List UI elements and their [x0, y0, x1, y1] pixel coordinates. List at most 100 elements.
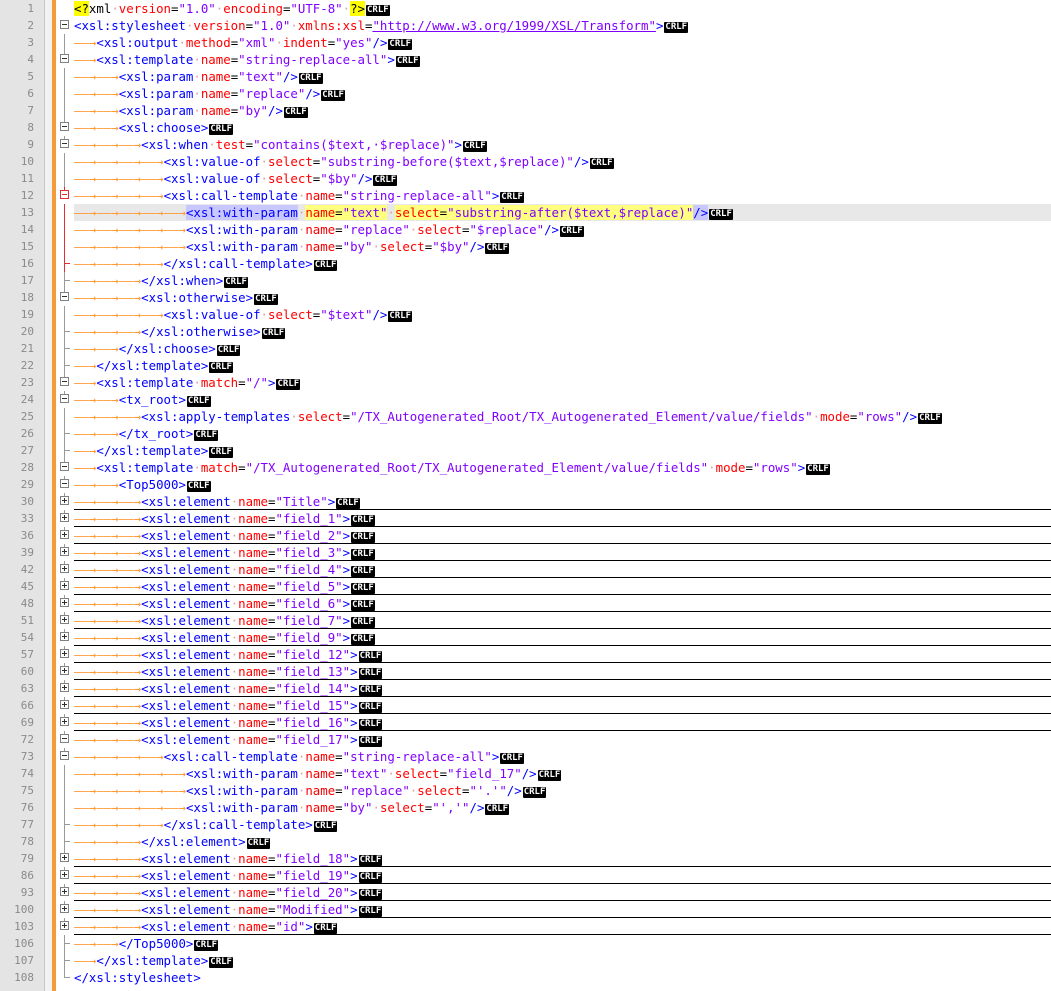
line-text[interactable]: ——→——→</Top5000>CRLF	[74, 935, 1051, 952]
line-text[interactable]: ——→——→——→<xsl:element·name="field_7">CRL…	[74, 612, 1051, 629]
code-line[interactable]: 20——→——→——→</xsl:otherwise>CRLF	[0, 323, 1051, 340]
fold-expand-icon[interactable]	[60, 632, 69, 641]
code-line[interactable]: 72——→——→——→<xsl:element·name="field_17">…	[0, 731, 1051, 748]
line-text[interactable]: ——→——→<tx_root>CRLF	[74, 391, 1051, 408]
code-line[interactable]: 76——→——→——→——→——→<xsl:with-param·name="b…	[0, 799, 1051, 816]
code-line[interactable]: 100——→——→——→<xsl:element·name="Modified"…	[0, 901, 1051, 918]
line-text[interactable]: ——→——→——→<xsl:element·name="Title">CRLF	[74, 493, 1051, 510]
line-text[interactable]: ——→——→——→<xsl:element·name="field_15">CR…	[74, 697, 1051, 714]
line-text[interactable]: ——→——→——→——→——→<xsl:with-param·name="rep…	[74, 221, 1051, 238]
line-text[interactable]: ——→</xsl:template>CRLF	[74, 952, 1051, 969]
code-line[interactable]: 7——→——→<xsl:param·name="by"/>CRLF	[0, 102, 1051, 119]
code-line[interactable]: 1<?xml·version="1.0"·encoding="UTF-8"·?>…	[0, 0, 1051, 17]
line-text[interactable]: ——→——→<xsl:choose>CRLF	[74, 119, 1051, 136]
line-text[interactable]: ——→——→——→——→<xsl:call-template·name="str…	[74, 187, 1051, 204]
line-text[interactable]: ——→<xsl:template·name="string-replace-al…	[74, 51, 1051, 68]
line-text[interactable]: ——→</xsl:template>CRLF	[74, 442, 1051, 459]
code-line[interactable]: 26——→——→</tx_root>CRLF	[0, 425, 1051, 442]
code-line[interactable]: 25——→——→——→<xsl:apply-templates·select="…	[0, 408, 1051, 425]
line-text[interactable]: ——→——→——→——→——→<xsl:with-param·name="tex…	[74, 204, 1051, 221]
line-text[interactable]: ——→——→——→——→<xsl:call-template·name="str…	[74, 748, 1051, 765]
code-line[interactable]: 79——→——→——→<xsl:element·name="field_18">…	[0, 850, 1051, 867]
code-line[interactable]: 4——→<xsl:template·name="string-replace-a…	[0, 51, 1051, 68]
code-line[interactable]: 66——→——→——→<xsl:element·name="field_15">…	[0, 697, 1051, 714]
code-line[interactable]: 3——→<xsl:output·method="xml"·indent="yes…	[0, 34, 1051, 51]
fold-expand-icon[interactable]	[60, 581, 69, 590]
fold-expand-icon[interactable]	[60, 530, 69, 539]
line-text[interactable]: ——→——→<xsl:param·name="text"/>CRLF	[74, 68, 1051, 85]
code-line[interactable]: 27——→</xsl:template>CRLF	[0, 442, 1051, 459]
fold-collapse-icon[interactable]	[60, 139, 69, 148]
code-line[interactable]: 11——→——→——→——→<xsl:value-of·select="$by"…	[0, 170, 1051, 187]
line-text[interactable]: ——→——→——→<xsl:element·name="field_19">CR…	[74, 867, 1051, 884]
fold-expand-icon[interactable]	[60, 887, 69, 896]
line-text[interactable]: ——→——→——→<xsl:element·name="field_5">CRL…	[74, 578, 1051, 595]
code-line[interactable]: 77——→——→——→——→</xsl:call-template>CRLF	[0, 816, 1051, 833]
line-text[interactable]: ——→——→——→<xsl:element·name="field_12">CR…	[74, 646, 1051, 663]
code-line[interactable]: 21——→——→</xsl:choose>CRLF	[0, 340, 1051, 357]
line-text[interactable]: ——→——→——→——→——→<xsl:with-param·name="tex…	[74, 765, 1051, 782]
code-line[interactable]: 60——→——→——→<xsl:element·name="field_13">…	[0, 663, 1051, 680]
code-line[interactable]: 36——→——→——→<xsl:element·name="field_2">C…	[0, 527, 1051, 544]
line-text[interactable]: ——→——→——→——→——→<xsl:with-param·name="rep…	[74, 782, 1051, 799]
code-line[interactable]: 33——→——→——→<xsl:element·name="field_1">C…	[0, 510, 1051, 527]
line-text[interactable]: ——→——→——→</xsl:element>CRLF	[74, 833, 1051, 850]
line-text[interactable]: ——→——→——→<xsl:element·name="field_16">CR…	[74, 714, 1051, 731]
code-line[interactable]: 86——→——→——→<xsl:element·name="field_19">…	[0, 867, 1051, 884]
code-line[interactable]: 107——→</xsl:template>CRLF	[0, 952, 1051, 969]
line-text[interactable]: ——→——→——→<xsl:element·name="field_6">CRL…	[74, 595, 1051, 612]
line-text[interactable]: ——→——→——→<xsl:element·name="field_2">CRL…	[74, 527, 1051, 544]
code-line[interactable]: 75——→——→——→——→——→<xsl:with-param·name="r…	[0, 782, 1051, 799]
line-text[interactable]: ——→——→——→<xsl:element·name="field_13">CR…	[74, 663, 1051, 680]
code-line[interactable]: 29——→——→<Top5000>CRLF	[0, 476, 1051, 493]
fold-expand-icon[interactable]	[60, 598, 69, 607]
fold-expand-icon[interactable]	[60, 683, 69, 692]
line-text[interactable]: ——→——→——→<xsl:element·name="field_1">CRL…	[74, 510, 1051, 527]
line-text[interactable]: <xsl:stylesheet·version="1.0"·xmlns:xsl=…	[74, 17, 1051, 34]
fold-expand-icon[interactable]	[60, 666, 69, 675]
code-line[interactable]: 14——→——→——→——→——→<xsl:with-param·name="r…	[0, 221, 1051, 238]
line-text[interactable]: ——→——→<xsl:param·name="by"/>CRLF	[74, 102, 1051, 119]
fold-collapse-icon[interactable]	[60, 20, 69, 29]
fold-expand-icon[interactable]	[60, 649, 69, 658]
code-line[interactable]: 42——→——→——→<xsl:element·name="field_4">C…	[0, 561, 1051, 578]
line-text[interactable]: ——→——→——→<xsl:otherwise>CRLF	[74, 289, 1051, 306]
code-line[interactable]: 93——→——→——→<xsl:element·name="field_20">…	[0, 884, 1051, 901]
line-text[interactable]: ——→——→——→<xsl:element·name="Modified">CR…	[74, 901, 1051, 918]
fold-expand-icon[interactable]	[60, 513, 69, 522]
code-line[interactable]: 2<xsl:stylesheet·version="1.0"·xmlns:xsl…	[0, 17, 1051, 34]
fold-collapse-icon[interactable]	[60, 751, 69, 760]
line-text[interactable]: ——→——→——→——→——→<xsl:with-param·name="by"…	[74, 238, 1051, 255]
code-line[interactable]: 6——→——→<xsl:param·name="replace"/>CRLF	[0, 85, 1051, 102]
code-line[interactable]: 73——→——→——→——→<xsl:call-template·name="s…	[0, 748, 1051, 765]
line-text[interactable]: ——→——→——→——→<xsl:value-of·select="$by"/>…	[74, 170, 1051, 187]
line-text[interactable]: ——→<xsl:template·match="/">CRLF	[74, 374, 1051, 391]
code-line[interactable]: 10——→——→——→——→<xsl:value-of·select="subs…	[0, 153, 1051, 170]
code-line[interactable]: 106——→——→</Top5000>CRLF	[0, 935, 1051, 952]
line-text[interactable]: ——→——→——→——→<xsl:value-of·select="$text"…	[74, 306, 1051, 323]
code-line[interactable]: 23——→<xsl:template·match="/">CRLF	[0, 374, 1051, 391]
code-line[interactable]: 45——→——→——→<xsl:element·name="field_5">C…	[0, 578, 1051, 595]
line-text[interactable]: ——→——→——→<xsl:element·name="field_3">CRL…	[74, 544, 1051, 561]
fold-collapse-icon[interactable]	[60, 394, 69, 403]
fold-expand-icon[interactable]	[60, 870, 69, 879]
fold-expand-icon[interactable]	[60, 564, 69, 573]
code-line[interactable]: 28——→<xsl:template·match="/TX_Autogenera…	[0, 459, 1051, 476]
fold-expand-icon[interactable]	[60, 700, 69, 709]
line-text[interactable]: ——→——→——→<xsl:element·name="field_18">CR…	[74, 850, 1051, 867]
fold-expand-icon[interactable]	[60, 853, 69, 862]
code-line[interactable]: 108</xsl:stylesheet>	[0, 969, 1051, 986]
code-line[interactable]: 5——→——→<xsl:param·name="text"/>CRLF	[0, 68, 1051, 85]
code-line[interactable]: 13——→——→——→——→——→<xsl:with-param·name="t…	[0, 204, 1051, 221]
fold-collapse-icon[interactable]	[60, 122, 69, 131]
fold-collapse-icon[interactable]	[60, 462, 69, 471]
code-line[interactable]: 69——→——→——→<xsl:element·name="field_16">…	[0, 714, 1051, 731]
fold-collapse-icon[interactable]	[60, 292, 69, 301]
line-text[interactable]: ——→——→——→<xsl:element·name="id">CRLF	[74, 918, 1051, 935]
code-line[interactable]: 16——→——→——→——→</xsl:call-template>CRLF	[0, 255, 1051, 272]
code-line[interactable]: 57——→——→——→<xsl:element·name="field_12">…	[0, 646, 1051, 663]
fold-collapse-icon[interactable]	[60, 479, 69, 488]
line-text[interactable]: ——→——→——→<xsl:element·name="field_17">CR…	[74, 731, 1051, 748]
line-text[interactable]: ——→——→——→——→——→<xsl:with-param·name="by"…	[74, 799, 1051, 816]
line-text[interactable]: ——→——→<Top5000>CRLF	[74, 476, 1051, 493]
